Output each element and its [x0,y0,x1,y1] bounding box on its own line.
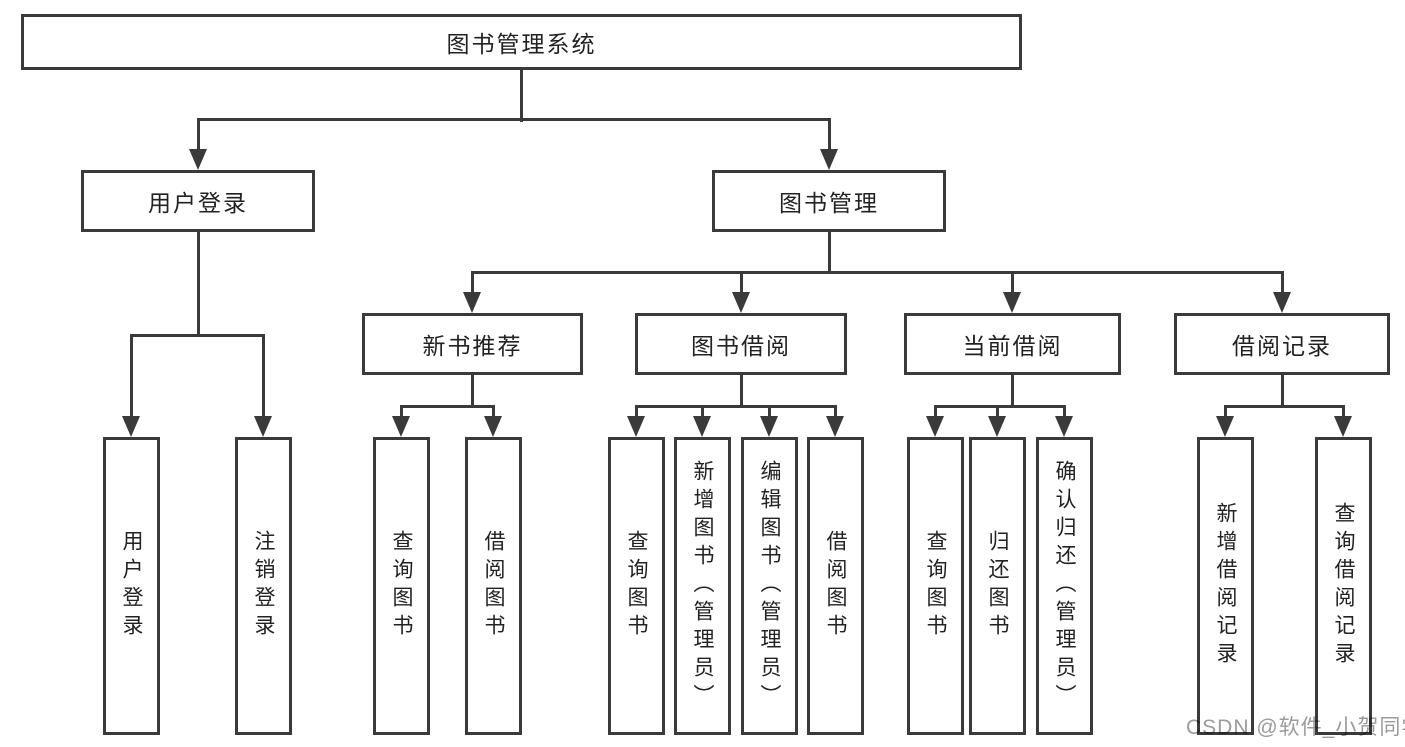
node-current-borrow: 当前借阅 [904,313,1121,375]
arrowhead-down-icon [820,149,838,170]
connector-line-horizontal [635,405,837,408]
connector-line-horizontal [471,271,1284,274]
connector-line-vertical [740,272,743,308]
node-leaf-logout: 注销登录 [235,437,292,735]
connector-line-horizontal [400,405,495,408]
node-book-borrow: 图书借阅 [635,313,847,375]
connector-line-vertical [1011,272,1014,308]
node-leaf-nb-query-books: 查询图书 [373,437,430,735]
node-leaf-bb-query-books: 查询图书 [608,437,665,735]
connector-line-vertical [1011,375,1014,408]
node-leaf-cb-return-books: 归还图书 [969,437,1026,735]
node-user-login: 用户登录 [81,170,315,232]
arrowhead-down-icon [392,416,410,437]
arrowhead-down-icon [1334,416,1352,437]
connector-line-horizontal [197,118,831,121]
connector-line-vertical [471,375,474,408]
arrowhead-down-icon [484,416,502,437]
node-leaf-cb-confirm-return-admin: 确认归还（管理员） [1036,437,1093,735]
connector-line-vertical [1281,375,1284,408]
connector-line-vertical [828,119,831,165]
node-borrow-records: 借阅记录 [1174,313,1390,375]
arrowhead-down-icon [760,416,778,437]
node-root-system: 图书管理系统 [21,14,1022,70]
arrowhead-down-icon [693,416,711,437]
node-leaf-cb-query-books: 查询图书 [907,437,964,735]
connector-line-vertical [471,272,474,308]
arrowhead-down-icon [1055,416,1073,437]
arrowhead-down-icon [463,292,481,313]
arrowhead-down-icon [627,416,645,437]
arrowhead-down-icon [1216,416,1234,437]
node-leaf-bb-edit-books-admin: 编辑图书（管理员） [741,437,798,735]
connector-line-vertical [262,335,265,432]
connector-line-horizontal [130,334,265,337]
arrowhead-down-icon [1273,292,1291,313]
node-leaf-br-add-record: 新增借阅记录 [1197,437,1254,735]
connector-line-horizontal [1224,405,1345,408]
node-leaf-user-login: 用户登录 [103,437,160,735]
arrowhead-down-icon [988,416,1006,437]
node-new-book-recommend: 新书推荐 [362,313,583,375]
connector-line-horizontal [934,405,1066,408]
connector-line-vertical [130,335,133,432]
connector-line-vertical [828,232,831,274]
watermark: CSDN @软件_小贺同学 [1186,716,1405,739]
connector-line-vertical [197,232,200,337]
node-leaf-bb-borrow-books: 借阅图书 [807,437,864,735]
connector-line-vertical [520,68,523,122]
node-leaf-br-query-record: 查询借阅记录 [1315,437,1372,735]
connector-line-vertical [740,375,743,408]
arrowhead-down-icon [826,416,844,437]
arrowhead-down-icon [254,416,272,437]
connector-line-vertical [197,119,200,165]
arrowhead-down-icon [1003,292,1021,313]
node-book-management: 图书管理 [712,170,946,232]
arrowhead-down-icon [732,292,750,313]
arrowhead-down-icon [926,416,944,437]
node-leaf-bb-add-books-admin: 新增图书（管理员） [674,437,731,735]
arrowhead-down-icon [189,149,207,170]
node-leaf-nb-borrow-books: 借阅图书 [465,437,522,735]
arrowhead-down-icon [122,416,140,437]
connector-line-vertical [1281,272,1284,308]
